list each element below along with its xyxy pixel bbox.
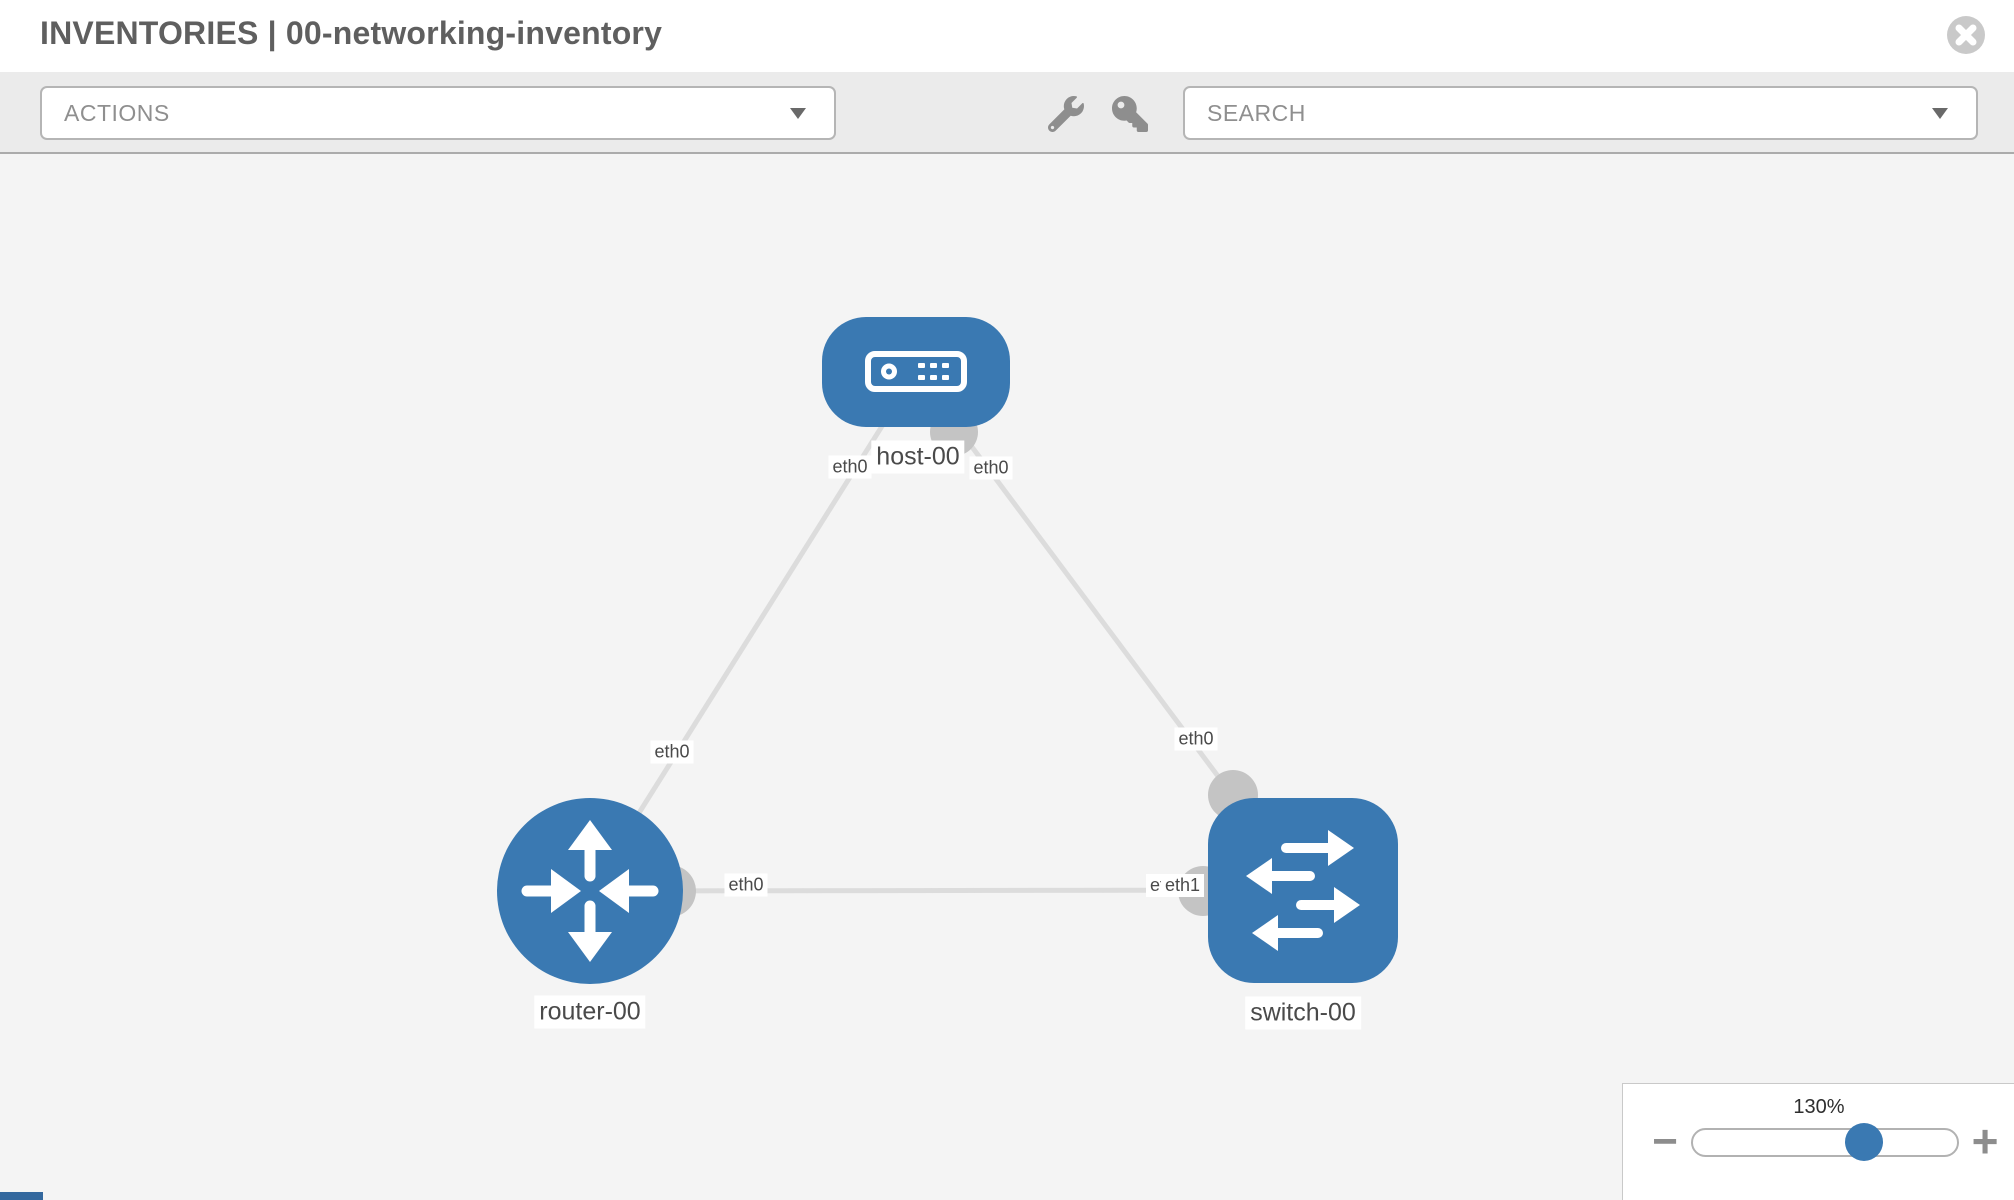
- actions-dropdown-label: ACTIONS: [64, 99, 170, 126]
- interface-label: eth0: [650, 740, 694, 764]
- node-label-router: router-00: [534, 995, 646, 1029]
- chevron-down-icon: [790, 108, 806, 119]
- wrench-icon[interactable]: [1047, 96, 1084, 133]
- zoom-in-button[interactable]: +: [1971, 1115, 1999, 1167]
- zoom-slider-handle[interactable]: [1845, 1123, 1883, 1161]
- zoom-out-button[interactable]: −: [1652, 1117, 1678, 1166]
- key-icon[interactable]: [1112, 96, 1148, 132]
- chevron-down-icon: [1932, 108, 1948, 119]
- header: INVENTORIES | 00-networking-inventory: [0, 0, 2014, 72]
- zoom-slider-track[interactable]: [1691, 1128, 1959, 1157]
- page-title: INVENTORIES | 00-networking-inventory: [40, 15, 663, 51]
- interface-label: eth0: [828, 455, 872, 479]
- zoom-level-value: 130%: [1793, 1096, 1845, 1118]
- host-icon: [865, 351, 967, 392]
- partially-visible-panel-edge: [0, 1192, 43, 1200]
- search-dropdown-label: SEARCH: [1207, 99, 1306, 126]
- router-icon: [521, 820, 659, 962]
- toolbar: ACTIONS SEARCH: [0, 72, 2014, 154]
- search-dropdown[interactable]: SEARCH: [1183, 86, 1978, 140]
- node-label-host: host-00: [871, 440, 965, 474]
- interface-label: eth0: [1174, 727, 1218, 751]
- node-router-00[interactable]: [497, 798, 683, 984]
- node-label-switch: switch-00: [1245, 996, 1361, 1030]
- switch-icon: [1246, 830, 1360, 951]
- interface-label: eth1: [1161, 874, 1205, 897]
- node-host-00[interactable]: [822, 317, 1010, 427]
- interface-label: eth0: [724, 873, 768, 897]
- zoom-control-panel: 130% − +: [1622, 1083, 2014, 1200]
- close-icon[interactable]: [1946, 15, 1986, 55]
- interface-label: eth0: [969, 456, 1013, 480]
- topology-canvas[interactable]: eth0 eth0 host-00 eth0 eth0 eth0 eth0 et…: [0, 154, 2014, 1200]
- node-switch-00[interactable]: [1208, 798, 1398, 983]
- actions-dropdown[interactable]: ACTIONS: [40, 86, 836, 140]
